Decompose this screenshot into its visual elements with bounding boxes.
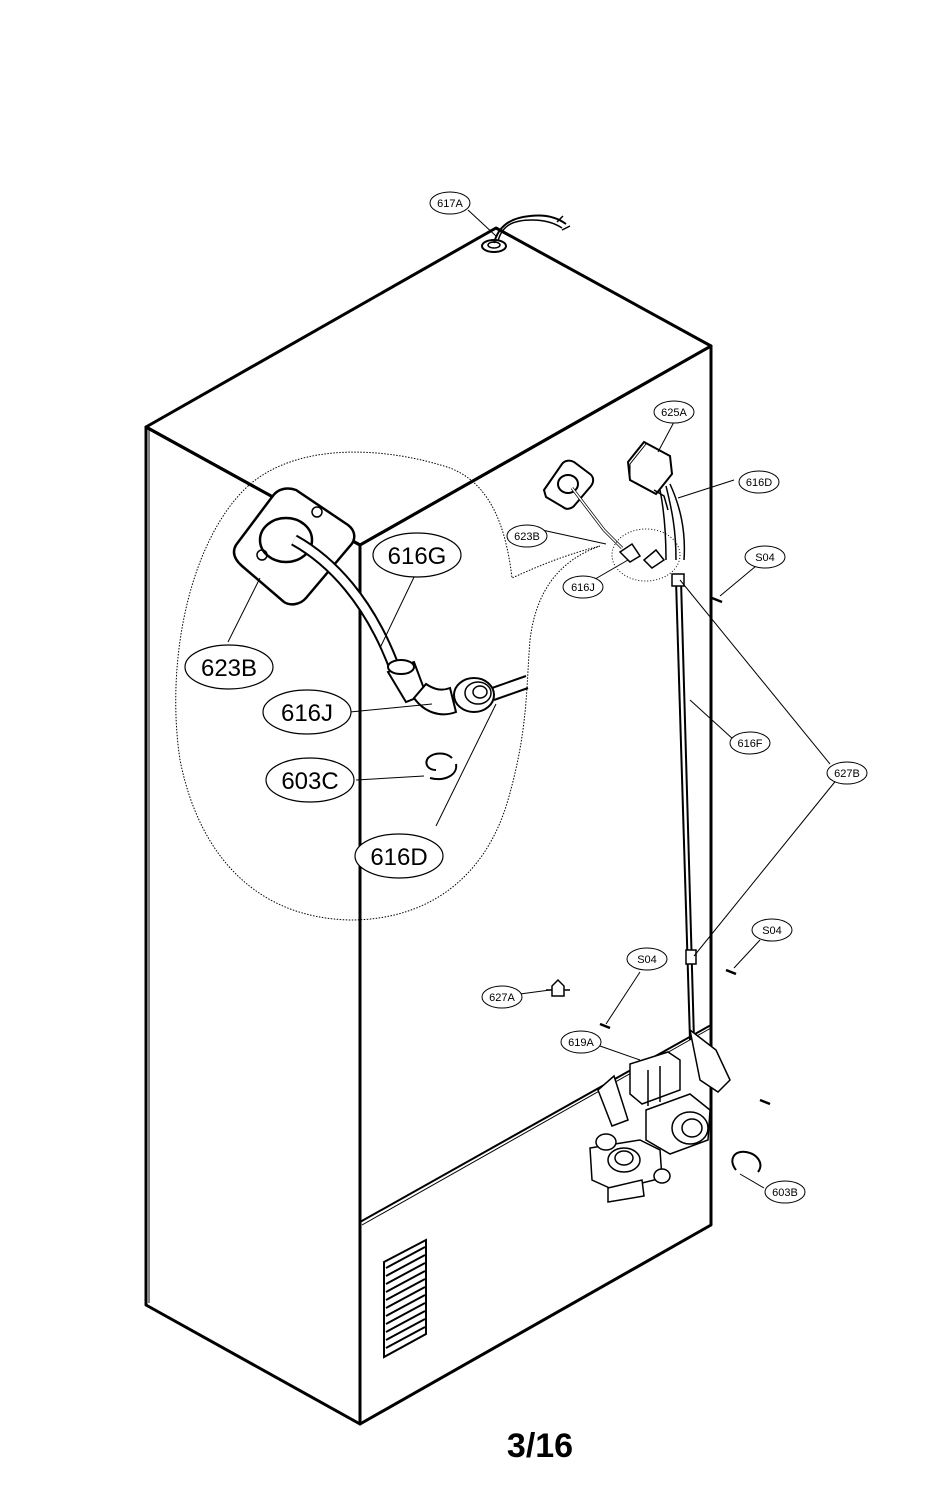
callout-627A: 627A <box>489 992 515 1004</box>
callout-616J: 616J <box>571 582 595 594</box>
detail-parts <box>234 488 528 779</box>
detail-callout-623B: 623B <box>201 655 257 682</box>
top-water-line <box>482 215 570 252</box>
callout-627B: 627B <box>834 768 860 780</box>
page-number: 3/16 <box>506 1427 574 1465</box>
refrigerator-cabinet <box>146 228 711 1424</box>
callout-S04-middle: S04 <box>637 954 657 966</box>
callout-ellipses <box>430 192 867 1203</box>
callout-616D: 616D <box>746 477 772 489</box>
detail-callout-616J: 616J <box>281 700 333 727</box>
callout-616F: 616F <box>737 738 762 750</box>
callout-S04-right: S04 <box>762 925 782 937</box>
callout-S04-upper: S04 <box>755 552 775 564</box>
callout-623B: 623B <box>514 531 540 543</box>
vent-grille <box>384 1240 426 1357</box>
callout-625A: 625A <box>661 407 687 419</box>
detail-callout-616G: 616G <box>388 543 447 570</box>
callout-619A: 619A <box>568 1037 594 1049</box>
detail-callout-616D: 616D <box>370 844 427 871</box>
callout-617A: 617A <box>437 198 463 210</box>
callout-603B: 603B <box>772 1187 798 1199</box>
detail-callout-ellipses <box>185 533 461 878</box>
detail-callout-603C: 603C <box>281 768 338 795</box>
callout-leader-lines <box>468 210 838 1188</box>
detail-balloon <box>176 452 600 920</box>
assembly-parts <box>544 442 770 1202</box>
detail-leader-lines <box>228 573 496 826</box>
